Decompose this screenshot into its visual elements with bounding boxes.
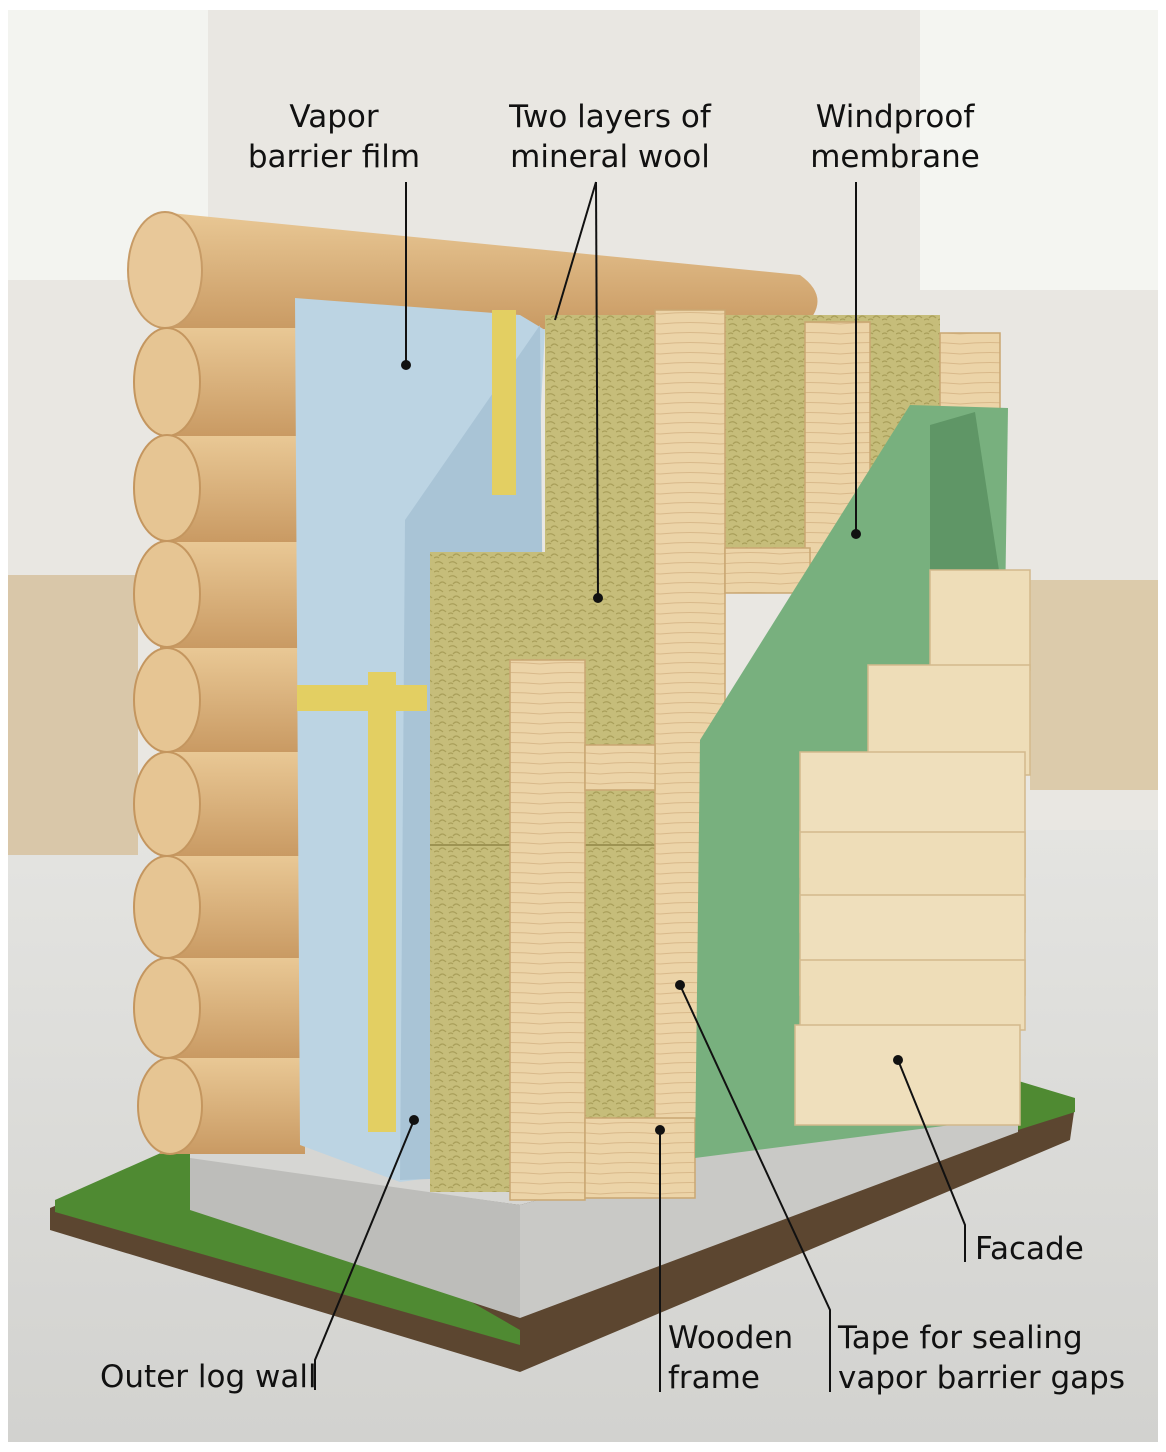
leader-tape [679,984,831,1392]
leader-facade [897,1059,966,1262]
membrane-curl [930,412,1005,620]
label-wind-line2: membrane [810,139,980,175]
leader-dots [401,360,903,1135]
label-mineral-wool: Two layers of mineral wool [490,97,730,177]
leader-wool-a [554,181,597,321]
label-wool-line2: mineral wool [510,139,710,175]
label-wooden-frame: Wooden frame [668,1318,793,1398]
label-wind-line1: Windproof [815,99,975,135]
label-wool-line1: Two layers of [509,99,711,135]
grass-left [55,1140,520,1345]
label-windproof-membrane: Windproof membrane [790,97,1000,177]
tape-horizontal [297,685,427,711]
workbench-right [1030,580,1158,790]
leader-log [314,1119,415,1390]
label-vapor-line2: barrier film [247,139,421,175]
label-vapor-line1: Vapor [289,99,379,135]
label-outer-log-wall: Outer log wall [100,1359,317,1395]
workbench-left [8,575,138,855]
label-vapor-barrier-film: Vapor barrier film [234,97,434,177]
tape-vertical-bottom [368,672,396,1132]
log-wall [133,327,305,1155]
leader-wool-b [595,181,599,599]
tape-vertical-top [492,310,516,495]
label-frame-line1: Wooden [668,1320,794,1356]
label-facade: Facade [975,1231,1084,1267]
concrete-foundation-side [190,1158,520,1318]
facade-boards [794,569,1031,1126]
grass-right [1015,1080,1075,1130]
label-frame-line2: frame [668,1360,760,1396]
label-tape: Tape for sealing vapor barrier gaps [838,1318,1125,1398]
leader-lines [314,181,966,1392]
window-right [920,10,1158,290]
top-log-end [127,211,203,329]
label-tape-line1: Tape for sealing [838,1320,1083,1356]
label-tape-line2: vapor barrier gaps [838,1360,1125,1396]
